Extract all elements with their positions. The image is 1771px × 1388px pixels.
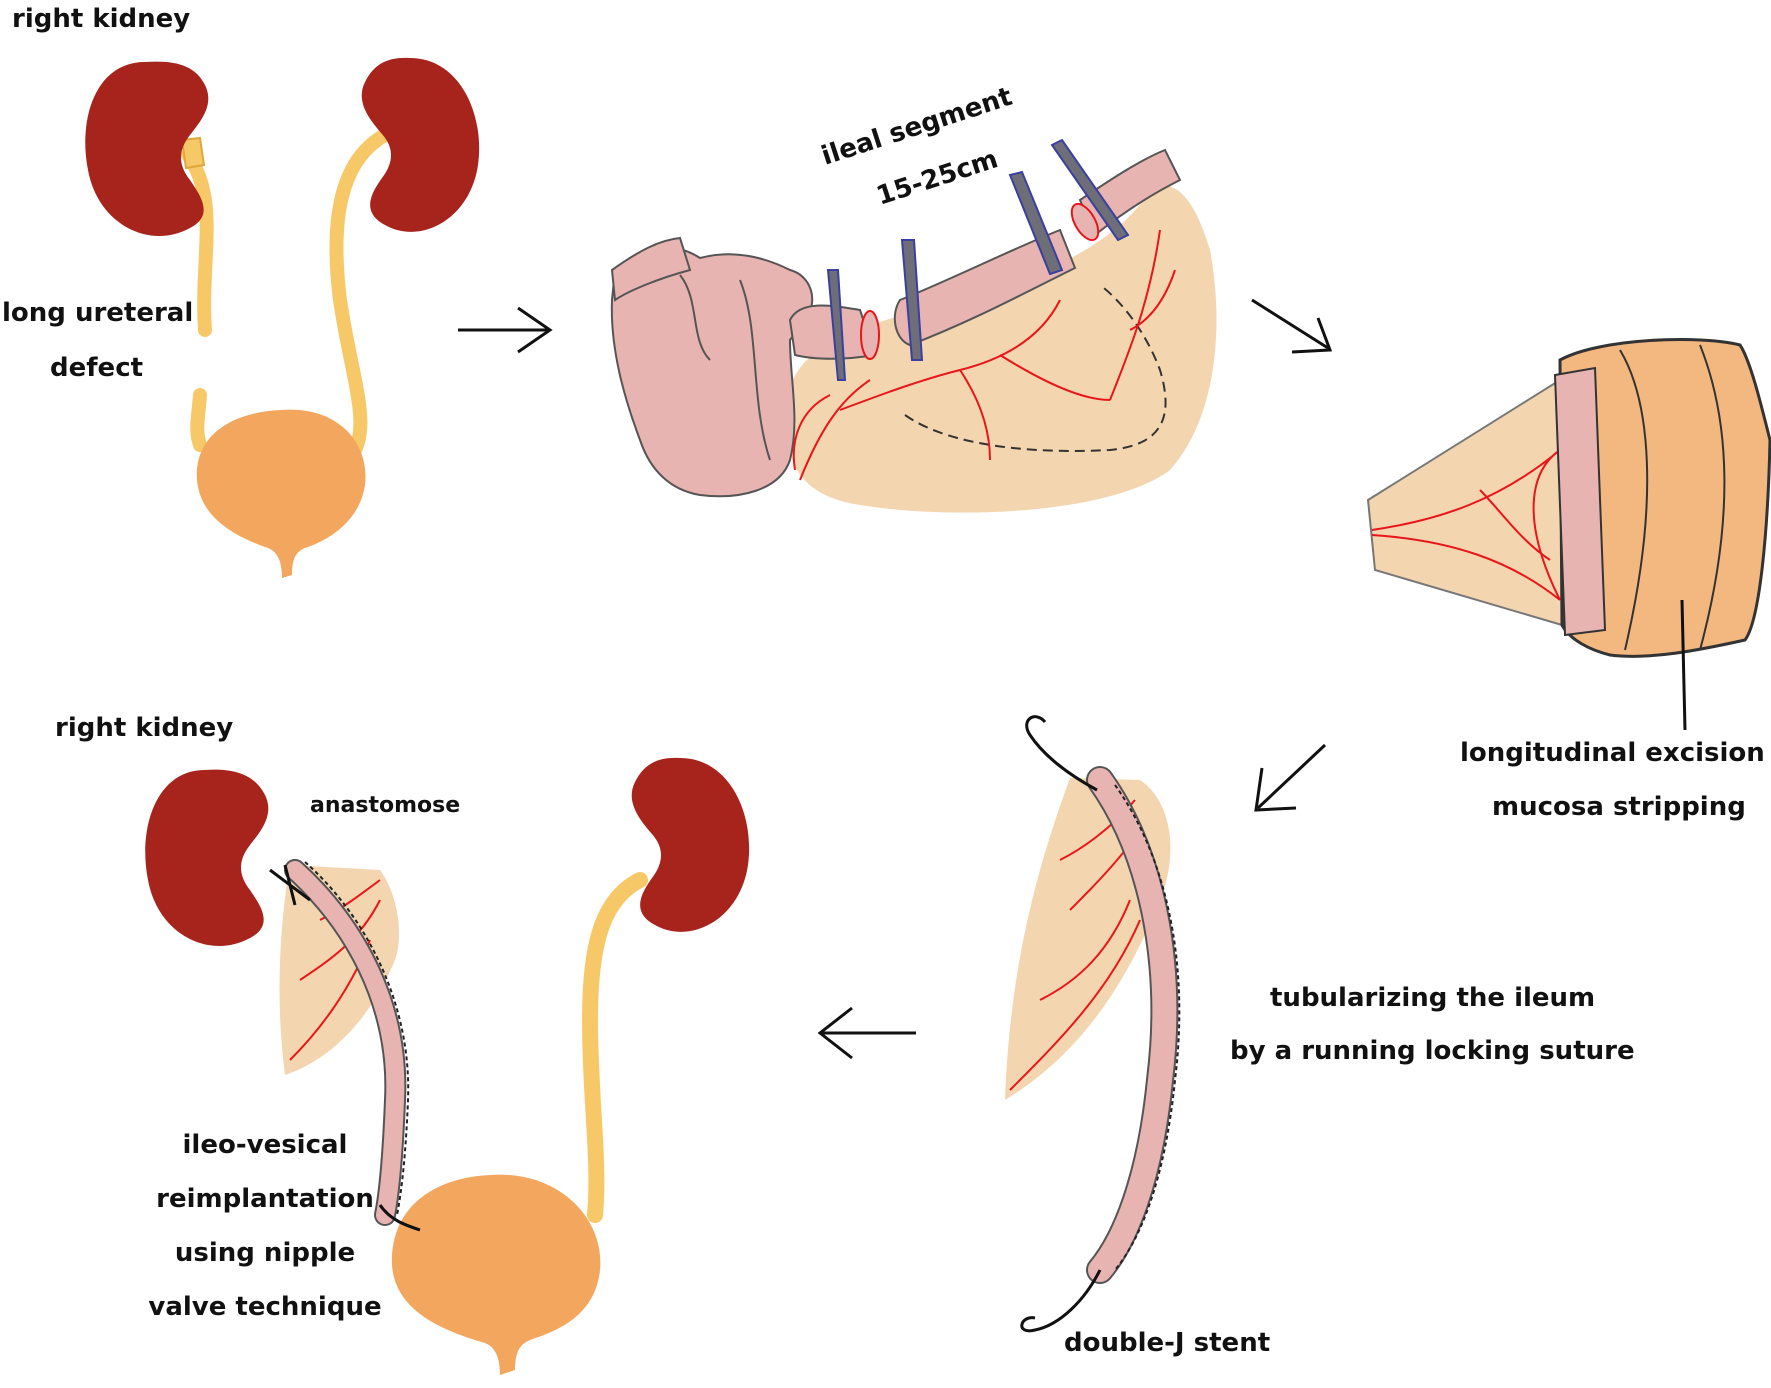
mucosa-strip	[1553, 366, 1607, 637]
bowel-fold-2	[739, 279, 771, 461]
nipple-valve-stitch	[378, 1204, 421, 1232]
reimplantation-label-line2: reimplantation	[156, 1184, 374, 1214]
step5-title: right kidney	[55, 713, 234, 743]
right-renal-pelvis	[180, 136, 206, 170]
excision-line	[904, 284, 1167, 452]
mesenteric-vessels	[792, 229, 1176, 481]
arrow-left-icon	[817, 1006, 916, 1060]
mesentery	[789, 185, 1217, 513]
opened-plate	[1558, 338, 1771, 658]
step4-label-line2: by a running locking suture	[1230, 1036, 1635, 1066]
bowel-tail	[610, 236, 692, 302]
anastomosis-knot	[269, 864, 311, 906]
stent-upper-curl	[1025, 715, 1098, 792]
step3-label-line1: longitudinal excision	[1460, 738, 1765, 768]
flow-arrows	[458, 298, 1333, 1060]
step4-label-line1: tubularizing the ileum	[1270, 983, 1596, 1013]
bladder-final	[391, 1174, 601, 1375]
segment-label-line2: 15-25cm	[873, 144, 1002, 211]
right-ureter-upper	[181, 148, 214, 337]
plate-inner-line-2	[1699, 344, 1726, 651]
step1-defect-label-line2: defect	[50, 353, 144, 383]
segment-label: ileal segment 15-25cm	[818, 82, 1016, 212]
crescent-vessels	[1009, 799, 1141, 1091]
left-kidney	[361, 57, 480, 232]
suture-line	[1114, 784, 1181, 1271]
arrow-right-icon	[458, 306, 553, 354]
ileal-graft-fill	[286, 861, 405, 1224]
fan-vessels	[1371, 449, 1561, 601]
step2-ileal-segment	[610, 138, 1217, 513]
step1-title: right kidney	[12, 4, 191, 34]
reimplantation-label-line4: valve technique	[148, 1292, 382, 1322]
ileum-isolated-segment	[893, 228, 1077, 347]
arrow-down-right-icon	[1251, 298, 1333, 354]
step4-tubularized	[1005, 715, 1181, 1333]
graft-suture	[304, 861, 410, 1216]
lumen-2	[1070, 202, 1100, 242]
reimplantation-label-line1: ileo-vesical	[182, 1130, 348, 1160]
step5-result	[145, 757, 750, 1375]
clamp-2-icon	[900, 239, 924, 361]
left-ureter-final	[581, 872, 648, 1223]
bladder	[196, 409, 366, 578]
stent-label: double-J stent	[1064, 1328, 1271, 1358]
bowel-fold-1	[679, 274, 711, 361]
reimplantation-label-line3: using nipple	[174, 1238, 356, 1268]
ileal-tube-fill	[1088, 768, 1177, 1282]
left-kidney-final	[631, 757, 750, 932]
plate-inner-line	[1619, 349, 1649, 651]
step1-defect-label-line1: long ureteral	[2, 298, 194, 328]
lumen-1	[860, 310, 880, 360]
excision-pointer	[1680, 599, 1687, 731]
clamp-4-icon	[1050, 138, 1130, 242]
stent-lower-curl	[1020, 1269, 1102, 1333]
arrow-down-left-icon	[1254, 743, 1327, 812]
step3-label-line2: mucosa stripping	[1492, 792, 1746, 822]
clamp-3-icon	[1008, 170, 1064, 276]
right-ureter-lower	[190, 388, 207, 452]
right-kidney	[85, 61, 209, 236]
left-ureter	[329, 128, 392, 457]
step1-anatomy	[85, 57, 480, 578]
bowel-mass	[610, 246, 814, 498]
clamp-1-icon	[826, 269, 847, 381]
right-kidney-final	[145, 769, 269, 946]
anastomose-label: anastomose	[310, 793, 461, 818]
step3-opened-segment	[1366, 338, 1771, 731]
